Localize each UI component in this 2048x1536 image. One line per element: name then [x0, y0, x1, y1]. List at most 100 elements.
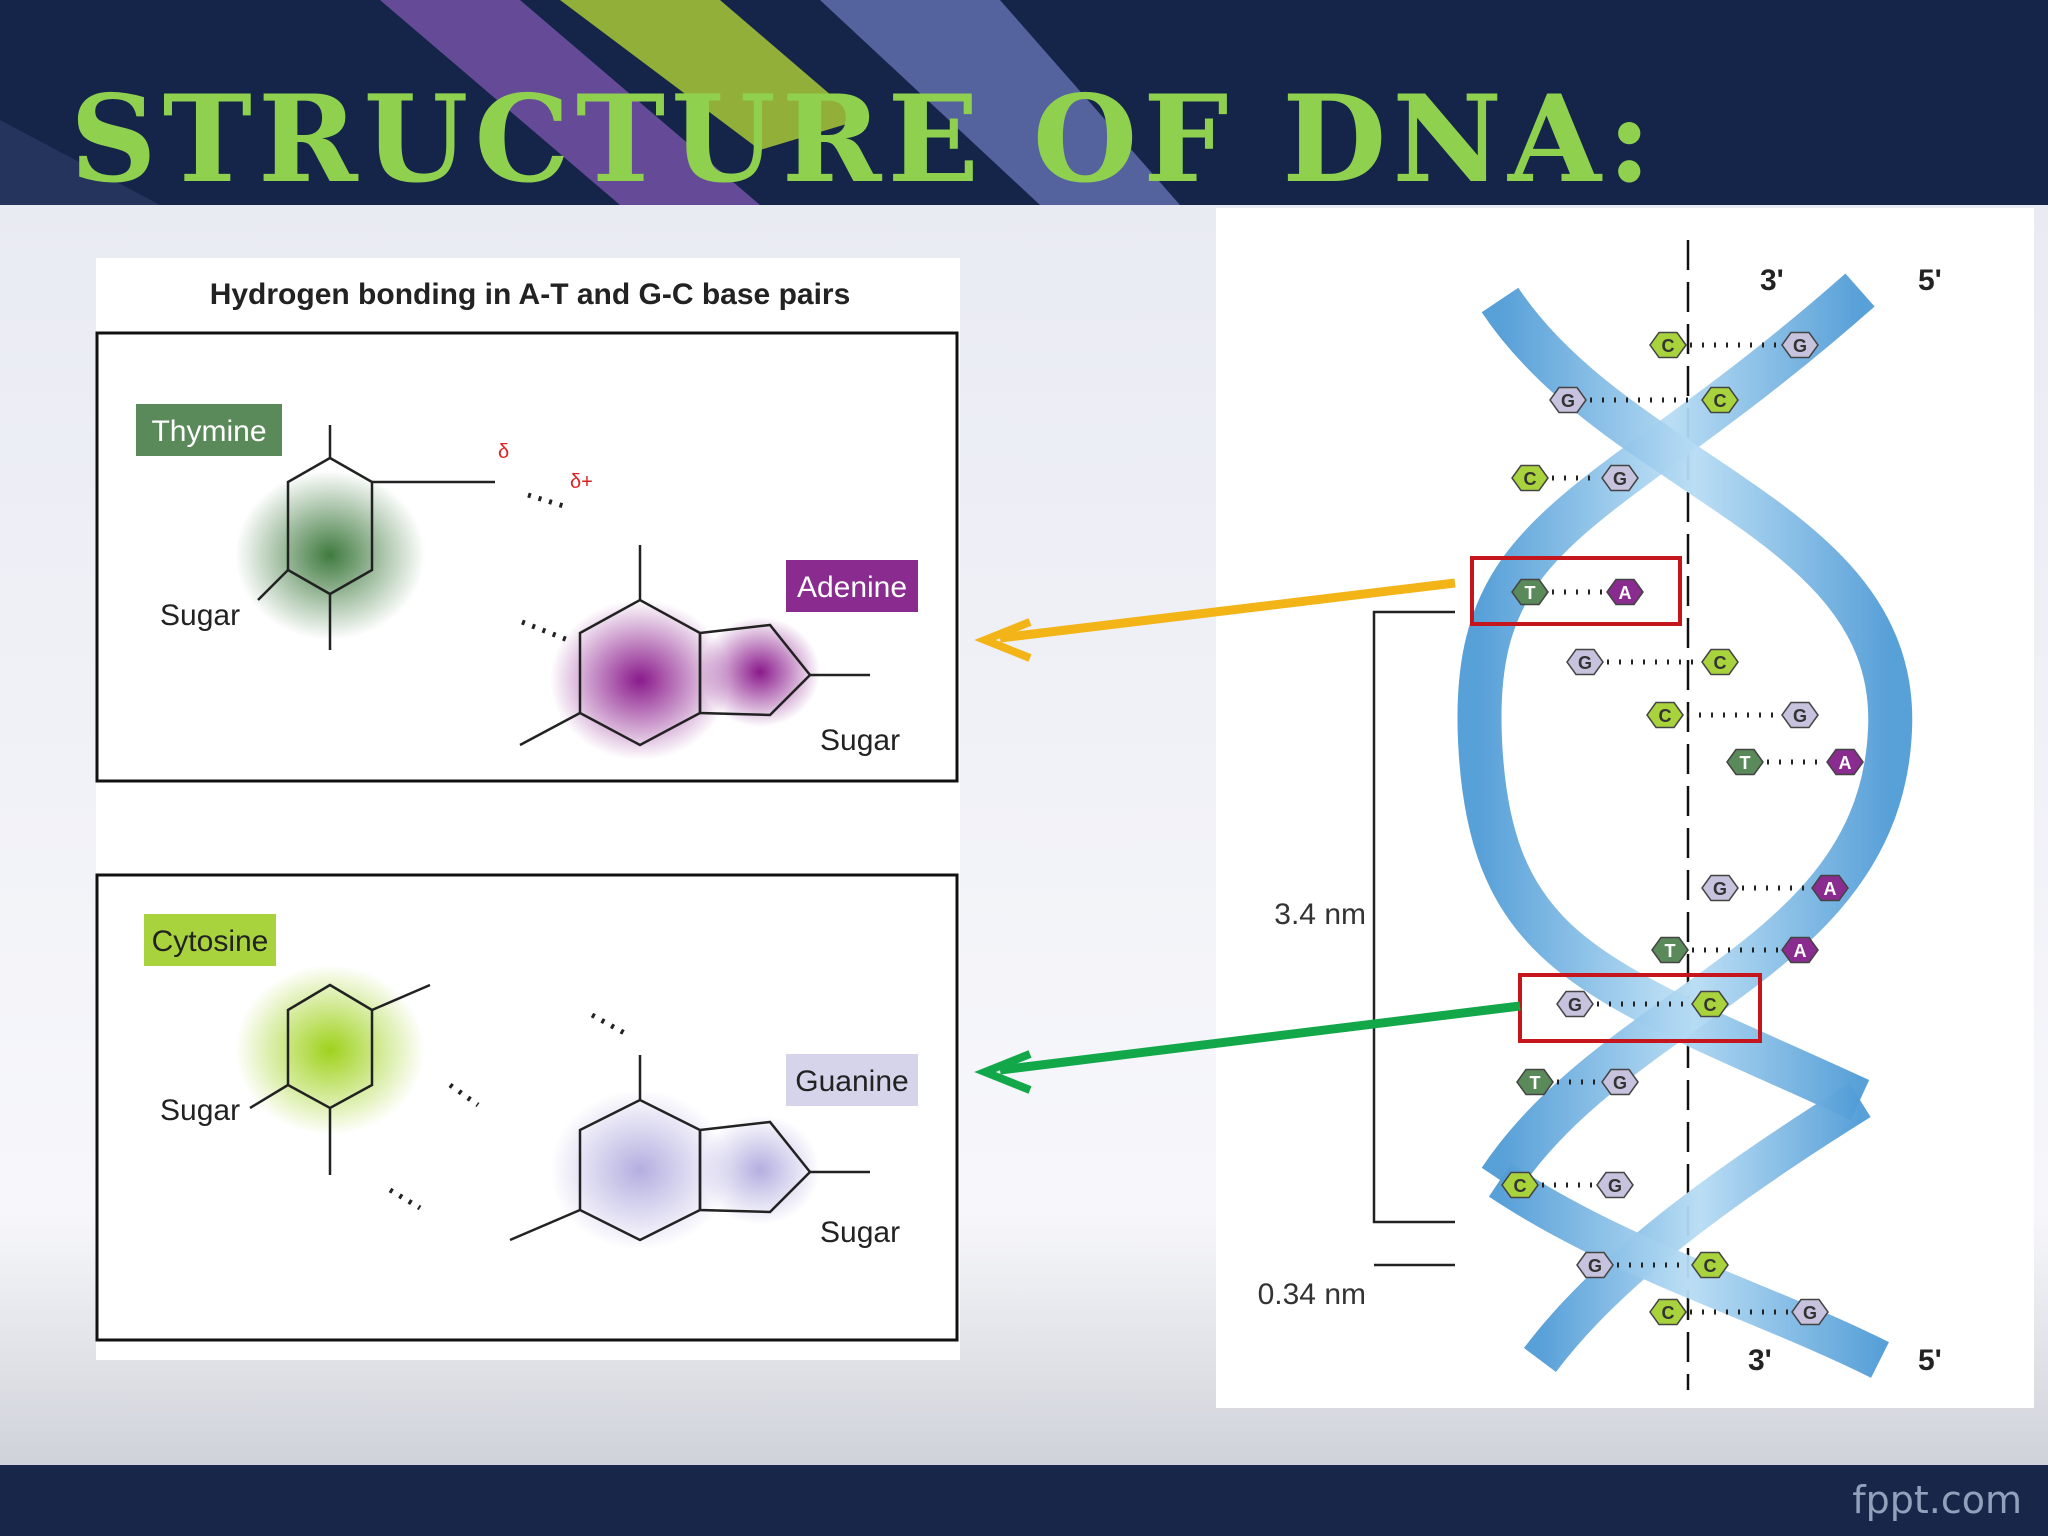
adenine-sugar-label: Sugar: [820, 724, 900, 757]
adenine-molecule: [519, 545, 870, 760]
base-letter: G: [1568, 995, 1582, 1015]
base-letter: A: [1839, 753, 1852, 773]
thymine-label-bg: [136, 404, 282, 456]
base-g-icon: [1601, 1068, 1639, 1096]
header-band: STRUCTURE OF DNA:: [0, 0, 2048, 205]
base-a-icon: [1606, 578, 1644, 606]
cytosine-label-bg: [144, 914, 276, 966]
delta-minus: δ: [498, 441, 509, 463]
pitch-label: 3.4 nm: [1274, 898, 1366, 931]
base-letter: A: [1619, 583, 1632, 603]
strand-end-bottom-left: 3': [1748, 1344, 1772, 1377]
gc-connector-arrow: [999, 1001, 1521, 1075]
footer-band: [0, 1465, 2048, 1536]
at-pair-box: [95, 331, 959, 783]
guanine-molecule: [509, 1055, 870, 1250]
helix-bases: C G G C C G T A G C C G T A G A T A G C T G C G G C C G: [1501, 331, 1864, 1326]
cytosine-sugar-label: Sugar: [160, 1094, 240, 1127]
base-letter: C: [1662, 1303, 1675, 1323]
thymine-label: Thymine: [151, 415, 266, 448]
header-decoration: [0, 0, 1180, 205]
at-arrowhead-icon: [974, 618, 1032, 662]
base-letter: G: [1803, 1303, 1817, 1323]
base-letter: G: [1613, 469, 1627, 489]
gc-pair-box: [95, 873, 959, 1342]
base-a-icon: [1826, 748, 1864, 776]
base-g-icon: [1566, 648, 1604, 676]
base-a-icon: [1811, 874, 1849, 902]
base-g-icon: [1781, 331, 1819, 359]
bonding-heading: Hydrogen bonding in A-T and G-C base pai…: [210, 278, 851, 311]
base-g-icon: [1781, 701, 1819, 729]
pitch-bracket: [1372, 610, 1455, 1224]
base-t-icon: [1726, 748, 1764, 776]
base-letter: C: [1659, 706, 1672, 726]
base-letter: A: [1824, 879, 1837, 899]
base-letter: G: [1578, 653, 1592, 673]
cytosine-molecule: [235, 965, 431, 1175]
base-letter: C: [1662, 336, 1675, 356]
base-g-icon: [1601, 464, 1639, 492]
brand-watermark: fppt.com: [1852, 1478, 2022, 1522]
base-c-icon: [1691, 1251, 1729, 1279]
base-letter: G: [1608, 1176, 1622, 1196]
base-letter: T: [1530, 1073, 1541, 1093]
base-t-icon: [1651, 936, 1689, 964]
base-letter: G: [1561, 391, 1575, 411]
base-t-icon: [1511, 578, 1549, 606]
base-c-icon: [1646, 701, 1684, 729]
base-g-icon: [1576, 1251, 1614, 1279]
slide-title: STRUCTURE OF DNA:: [70, 69, 1658, 205]
base-letter: C: [1514, 1176, 1527, 1196]
gc-arrowhead-icon: [974, 1050, 1032, 1094]
base-a-icon: [1781, 936, 1819, 964]
base-c-icon: [1511, 464, 1549, 492]
base-letter: T: [1740, 753, 1751, 773]
delta-plus: δ+: [570, 471, 593, 493]
guanine-sugar-label: Sugar: [820, 1216, 900, 1249]
strand-end-bottom-right: 5': [1918, 1344, 1942, 1377]
strand-end-top-right: 5': [1918, 264, 1942, 297]
base-letter: G: [1588, 1256, 1602, 1276]
base-g-icon: [1791, 1298, 1829, 1326]
base-c-icon: [1701, 648, 1739, 676]
base-letter: C: [1714, 653, 1727, 673]
base-c-icon: [1649, 331, 1687, 359]
cytosine-label: Cytosine: [152, 925, 269, 958]
guanine-label: Guanine: [795, 1065, 908, 1098]
adenine-label-bg: [786, 560, 918, 612]
base-letter: A: [1794, 941, 1807, 961]
base-c-icon: [1701, 386, 1739, 414]
adenine-label: Adenine: [797, 571, 907, 604]
base-letter: T: [1665, 941, 1676, 961]
base-letter: T: [1525, 583, 1536, 603]
base-c-icon: [1691, 990, 1729, 1018]
at-connector-arrow: [999, 578, 1456, 643]
base-g-icon: [1549, 386, 1587, 414]
ribbon-strand-1-tail: [1524, 1083, 1871, 1373]
base-letter: G: [1613, 1073, 1627, 1093]
thymine-molecule: [235, 425, 495, 650]
base-letter: C: [1524, 469, 1537, 489]
base-g-icon: [1596, 1171, 1634, 1199]
base-c-icon: [1649, 1298, 1687, 1326]
base-letter: C: [1714, 391, 1727, 411]
base-t-icon: [1516, 1068, 1554, 1096]
strand-end-top-left: 3': [1760, 264, 1784, 297]
base-letter: G: [1713, 879, 1727, 899]
ribbon-strand-2-tail: [1488, 1163, 1889, 1378]
rise-label: 0.34 nm: [1258, 1278, 1366, 1311]
base-g-icon: [1701, 874, 1739, 902]
base-letter: C: [1704, 1256, 1717, 1276]
base-letter: G: [1793, 336, 1807, 356]
thymine-sugar-label: Sugar: [160, 599, 240, 632]
base-c-icon: [1501, 1171, 1539, 1199]
base-letter: C: [1704, 995, 1717, 1015]
base-g-icon: [1556, 990, 1594, 1018]
guanine-label-bg: [786, 1054, 918, 1106]
hbond-at-2: [521, 619, 569, 643]
at-highlight-box: [1470, 556, 1682, 626]
base-letter: G: [1793, 706, 1807, 726]
